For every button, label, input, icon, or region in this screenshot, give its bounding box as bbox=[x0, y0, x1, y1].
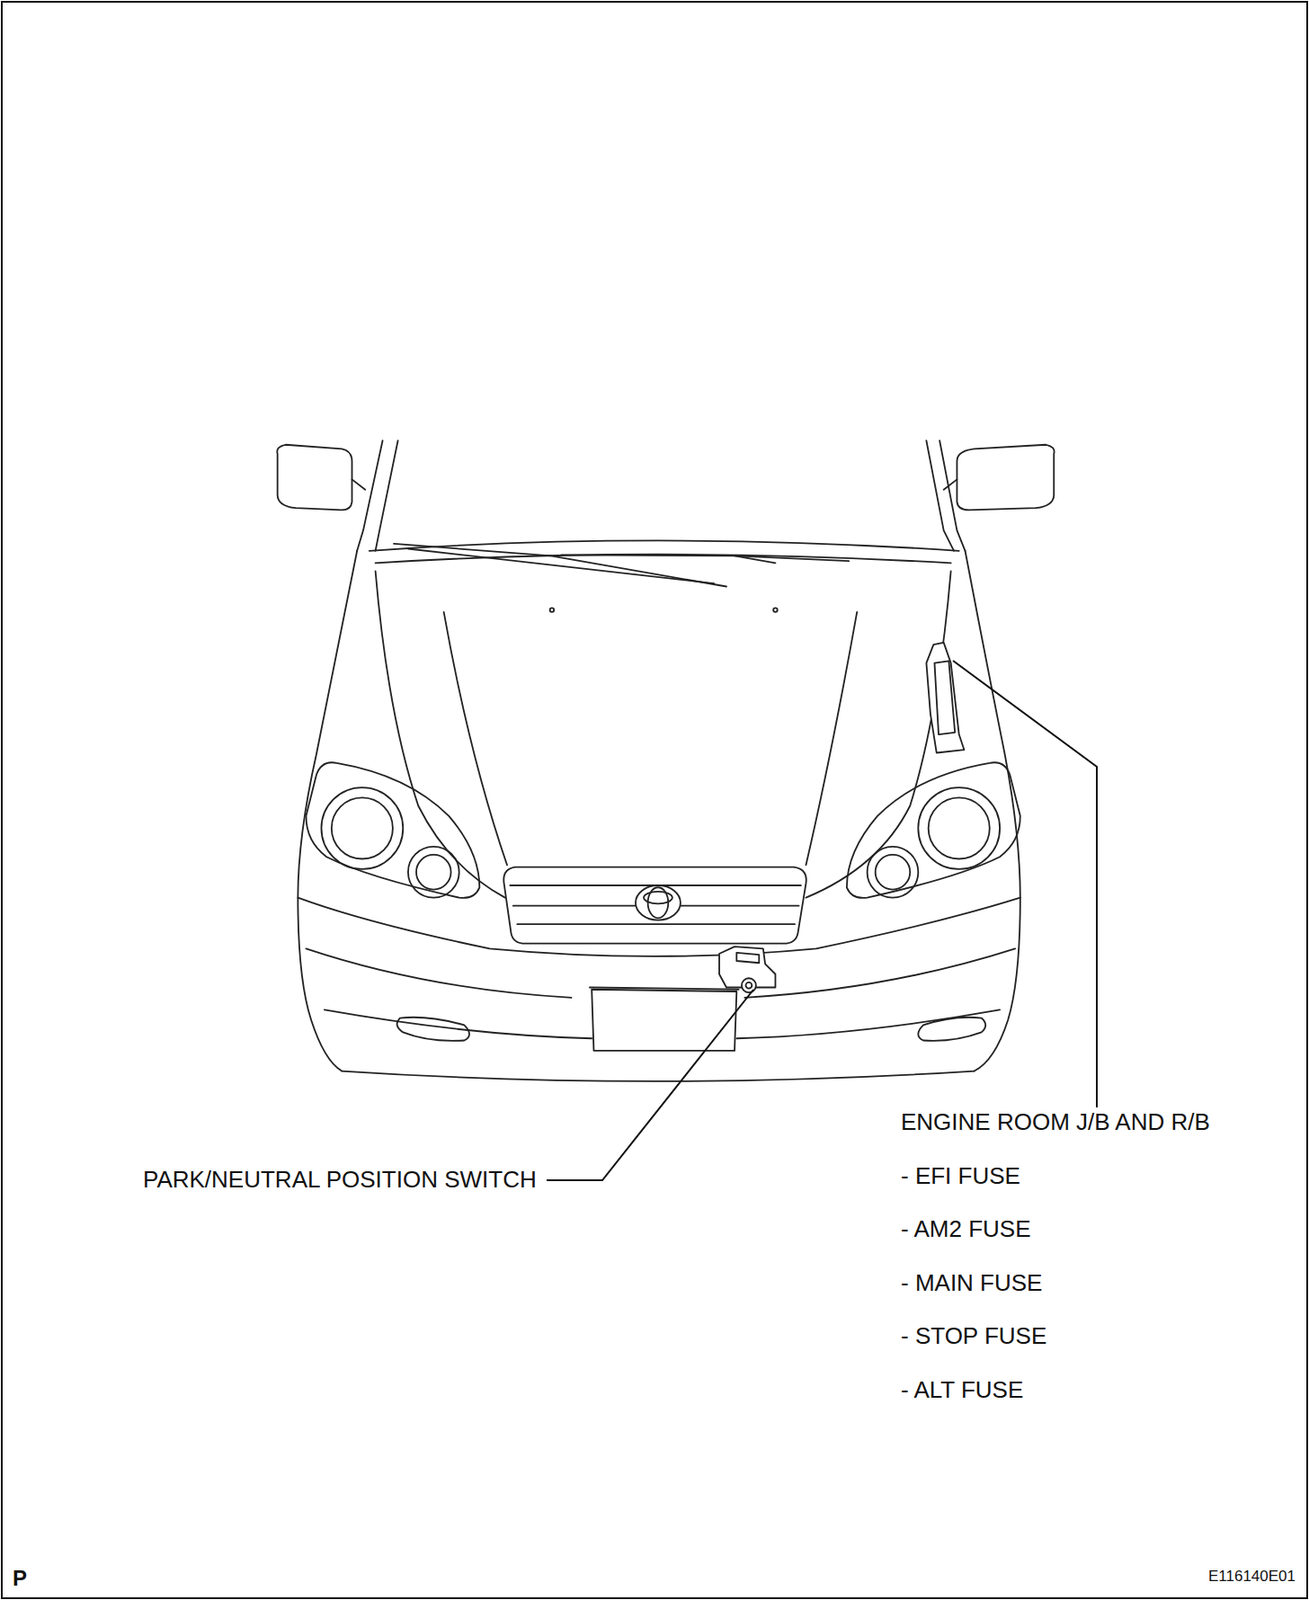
fuse-name: - MAIN FUSE bbox=[900, 1269, 1042, 1298]
part-name: PARK/NEUTRAL POSITION SWITCH bbox=[142, 1166, 537, 1194]
fuse-name: - AM2 FUSE bbox=[900, 1215, 1031, 1244]
fuse-name: - EFI FUSE bbox=[900, 1162, 1021, 1191]
page-mark: P bbox=[12, 1566, 27, 1593]
fuse-name: - ALT FUSE bbox=[900, 1376, 1024, 1405]
figure-code: E116140E01 bbox=[1208, 1567, 1296, 1586]
part-name: ENGINE ROOM J/B AND R/B bbox=[900, 1108, 1211, 1137]
fuse-name: - STOP FUSE bbox=[900, 1322, 1047, 1351]
